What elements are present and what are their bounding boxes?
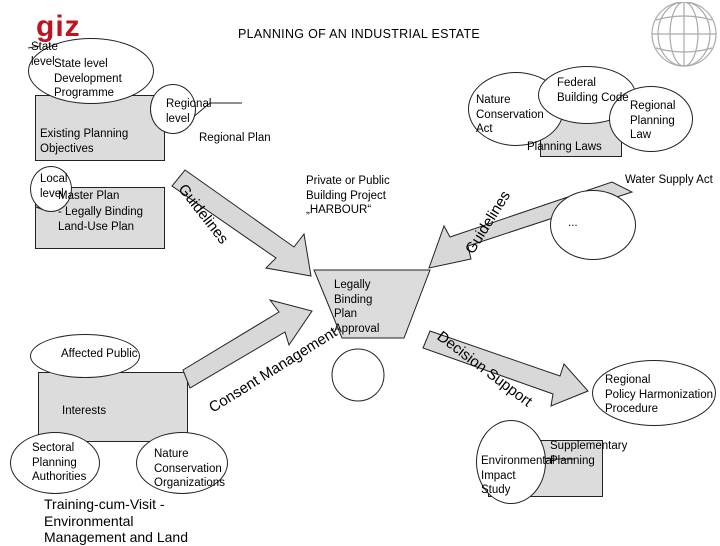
binding-plan-label: Legally Binding Plan Approval [334, 279, 380, 335]
local-level-label: Local level [40, 173, 68, 200]
giz-logo: giz [36, 10, 81, 43]
ellipsis-oval [550, 190, 636, 260]
state-programme-label: State level Development Programme [54, 58, 122, 99]
eia-oval [476, 420, 546, 504]
regional-level-oval [150, 84, 196, 134]
nature-orgs-oval [136, 432, 228, 494]
regional-law-oval [609, 86, 693, 152]
planning-laws-label: Planning Laws [527, 141, 602, 153]
nature-act-label: Nature Conservation Act [476, 94, 544, 135]
sectoral-oval [10, 432, 100, 494]
master-plan-label: Master Plan - Legally Binding Land-Use P… [58, 190, 144, 233]
guidelines-arrow-left [171, 169, 312, 277]
regional-level-label: Regional level [166, 98, 212, 125]
policy-oval [592, 360, 716, 426]
state-level-label: State level [31, 41, 58, 68]
consent-arrow [182, 299, 313, 389]
decision-circle [331, 348, 385, 402]
decision-arrow [422, 330, 589, 407]
water-act-label: Water Supply Act [625, 174, 713, 186]
regional-law-label: Regional Planning Law [630, 100, 676, 141]
interests-box [38, 372, 188, 442]
page-title: PLANNING OF AN INDUSTRIAL ESTATE [238, 27, 481, 41]
footer-text: Training-cum-Visit - Environmental Manag… [44, 496, 188, 545]
binding-plan-shape [313, 269, 431, 339]
affected-public-label: Affected Public [61, 348, 138, 360]
sectoral-label: Sectoral Planning Authorities [32, 442, 87, 483]
regional-plan-label: Regional Plan [199, 132, 271, 144]
eia-label: Environmental Impact Study [481, 455, 555, 496]
local-level-oval [30, 166, 72, 212]
existing-objectives-box [35, 95, 165, 161]
supplementary-label: Supplementary Planning [550, 440, 628, 467]
globe-icon [651, 2, 717, 67]
state-programme-oval [28, 38, 154, 104]
ellipsis-label: ... [568, 217, 578, 229]
nature-orgs-label: Nature Conservation Organizations [154, 448, 225, 489]
federal-code-label: Federal Building Code [557, 77, 629, 104]
affected-public-oval [30, 334, 140, 378]
project-label: Private or Public Building Project „HARB… [306, 175, 390, 216]
policy-label: Regional Policy Harmonization Procedure [605, 374, 714, 415]
interests-label: Interests [62, 405, 107, 417]
existing-objectives-label: Existing Planning Objectives [40, 128, 129, 155]
